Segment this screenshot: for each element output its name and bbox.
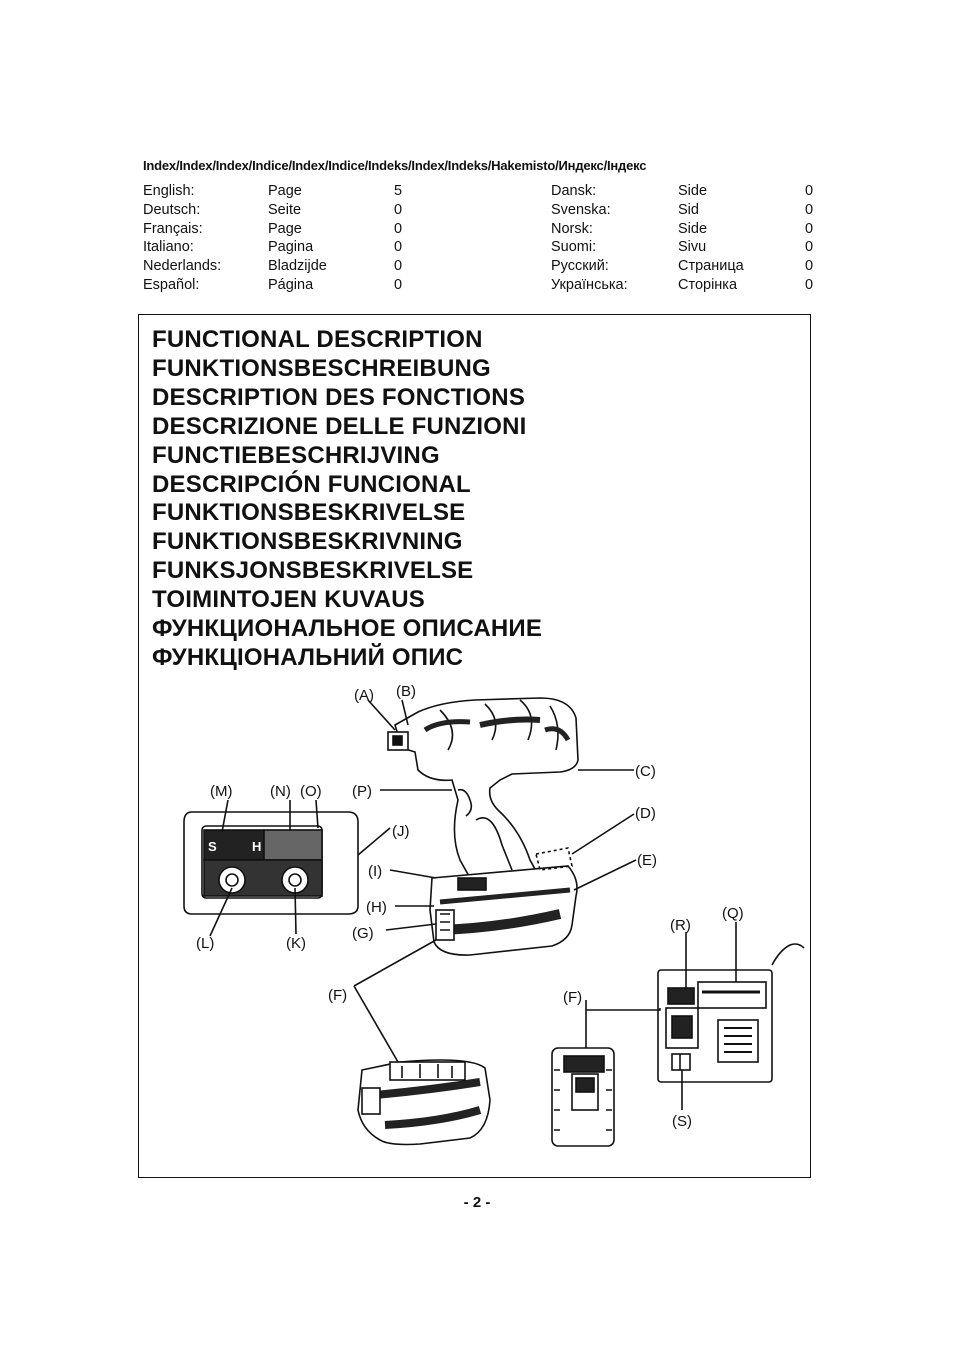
label-i: (I) <box>368 863 382 880</box>
index-title: Index/Index/Index/Indice/Index/Indice/In… <box>143 158 647 173</box>
heading: DESCRIZIONE DELLE FUNZIONI <box>152 412 527 440</box>
index-num: 0 <box>394 220 403 237</box>
index-lang: Deutsch: <box>143 201 201 218</box>
heading: FUNCTIONAL DESCRIPTION <box>152 326 483 353</box>
heading: FUNKSJONSBESKRIVELSE <box>152 557 474 585</box>
heading: TOIMINTOJEN KUVAUS <box>152 586 425 614</box>
battery-pack-icon <box>357 1059 491 1146</box>
label-f1: (F) <box>328 987 347 1004</box>
index-lang: Русский: <box>551 258 609 275</box>
heading: ФУНКЦІОНАЛЬНИЙ ОПИС <box>152 643 464 671</box>
index-right-languages: Dansk: Svenska: Norsk: Suomi: Русский: У… <box>551 182 628 295</box>
index-word: Page <box>268 183 302 199</box>
index-word: Page <box>268 220 302 237</box>
index-lang: English: <box>143 183 195 199</box>
index-word: Bladzijde <box>268 258 327 275</box>
index-left-words: Page Seite Page Pagina Bladzijde Página <box>268 182 327 295</box>
index-lang: Español: <box>143 276 200 293</box>
index-lang: Suomi: <box>551 239 597 256</box>
charger-icon <box>657 943 805 1083</box>
heading: ФУНКЦИОНАЛЬНОЕ ОПИСАНИЕ <box>152 615 543 643</box>
tool-illustration: S H (A) (B) (C) (D) (E) (F) (F) (G) (H) … <box>183 683 805 1147</box>
label-n: (N) <box>270 783 291 800</box>
index-lang: Українська: <box>551 276 628 293</box>
index-word: Side <box>678 220 708 237</box>
index-num: 0 <box>805 220 814 237</box>
index-num: 0 <box>805 201 814 218</box>
index-word: Сторінка <box>678 276 738 293</box>
index-word: Pagina <box>268 239 314 256</box>
impact-wrench-icon <box>387 697 579 956</box>
label-r: (R) <box>670 917 691 934</box>
index-left-numbers: 5 0 0 0 0 0 <box>394 182 402 295</box>
heading: FUNKTIONSBESKRIVELSE <box>152 499 466 527</box>
panel-h-label: H <box>252 839 261 854</box>
index-word: Sivu <box>678 239 707 256</box>
label-a: (A) <box>354 687 374 704</box>
label-f2: (F) <box>563 989 582 1006</box>
index-word: Página <box>268 276 314 293</box>
index-word: Side <box>678 183 708 199</box>
index-lang: Dansk: <box>551 183 597 199</box>
index-num: 0 <box>805 276 814 293</box>
index-lang: Svenska: <box>551 201 611 218</box>
index-lang: Nederlands: <box>143 258 222 275</box>
label-p: (P) <box>352 783 372 800</box>
index-num: 0 <box>394 258 403 275</box>
label-m: (M) <box>210 783 233 800</box>
battery-top-view-icon <box>551 1047 615 1147</box>
index-num: 0 <box>394 239 403 256</box>
control-panel-inset <box>183 811 359 915</box>
label-l: (L) <box>196 935 214 952</box>
index-right-numbers: 0 0 0 0 0 0 <box>805 182 813 295</box>
label-d: (D) <box>635 805 656 822</box>
index-word: Sid <box>678 201 699 218</box>
index-lang: Français: <box>143 220 203 237</box>
index-right-words: Side Sid Side Sivu Страница Сторінка <box>678 182 744 295</box>
label-b: (B) <box>396 683 416 700</box>
index-num: 0 <box>805 258 814 275</box>
panel-s-label: S <box>208 839 217 854</box>
label-h: (H) <box>366 899 387 916</box>
index-num: 0 <box>394 276 403 293</box>
label-o: (O) <box>300 783 322 800</box>
index-num: 0 <box>394 201 403 218</box>
index-num: 5 <box>394 183 403 199</box>
heading: FUNCTIEBESCHRIJVING <box>152 441 440 469</box>
heading: FUNKTIONSBESKRIVNING <box>152 528 463 556</box>
index-lang: Norsk: <box>551 220 593 237</box>
index-left-languages: English: Deutsch: Français: Italiano: Ne… <box>143 182 221 295</box>
label-c: (C) <box>635 763 656 780</box>
label-s: (S) <box>672 1113 692 1130</box>
index-word: Страница <box>678 258 744 275</box>
label-k: (K) <box>286 935 306 952</box>
section-headings: FUNCTIONAL DESCRIPTION FUNKTIONSBESCHREI… <box>152 326 542 673</box>
label-q: (Q) <box>722 905 744 922</box>
index-num: 0 <box>805 239 814 256</box>
index-word: Seite <box>268 201 302 218</box>
label-e: (E) <box>637 852 657 869</box>
description-frame <box>138 314 811 1178</box>
page-number: - 2 - <box>463 1194 491 1211</box>
label-j: (J) <box>392 823 410 840</box>
index-num: 0 <box>805 183 814 199</box>
heading: FUNKTIONSBESCHREIBUNG <box>152 354 491 382</box>
index-lang: Italiano: <box>143 239 194 256</box>
heading: DESCRIPCIÓN FUNCIONAL <box>152 470 471 498</box>
heading: DESCRIPTION DES FONCTIONS <box>152 383 526 411</box>
label-g: (G) <box>352 925 374 942</box>
